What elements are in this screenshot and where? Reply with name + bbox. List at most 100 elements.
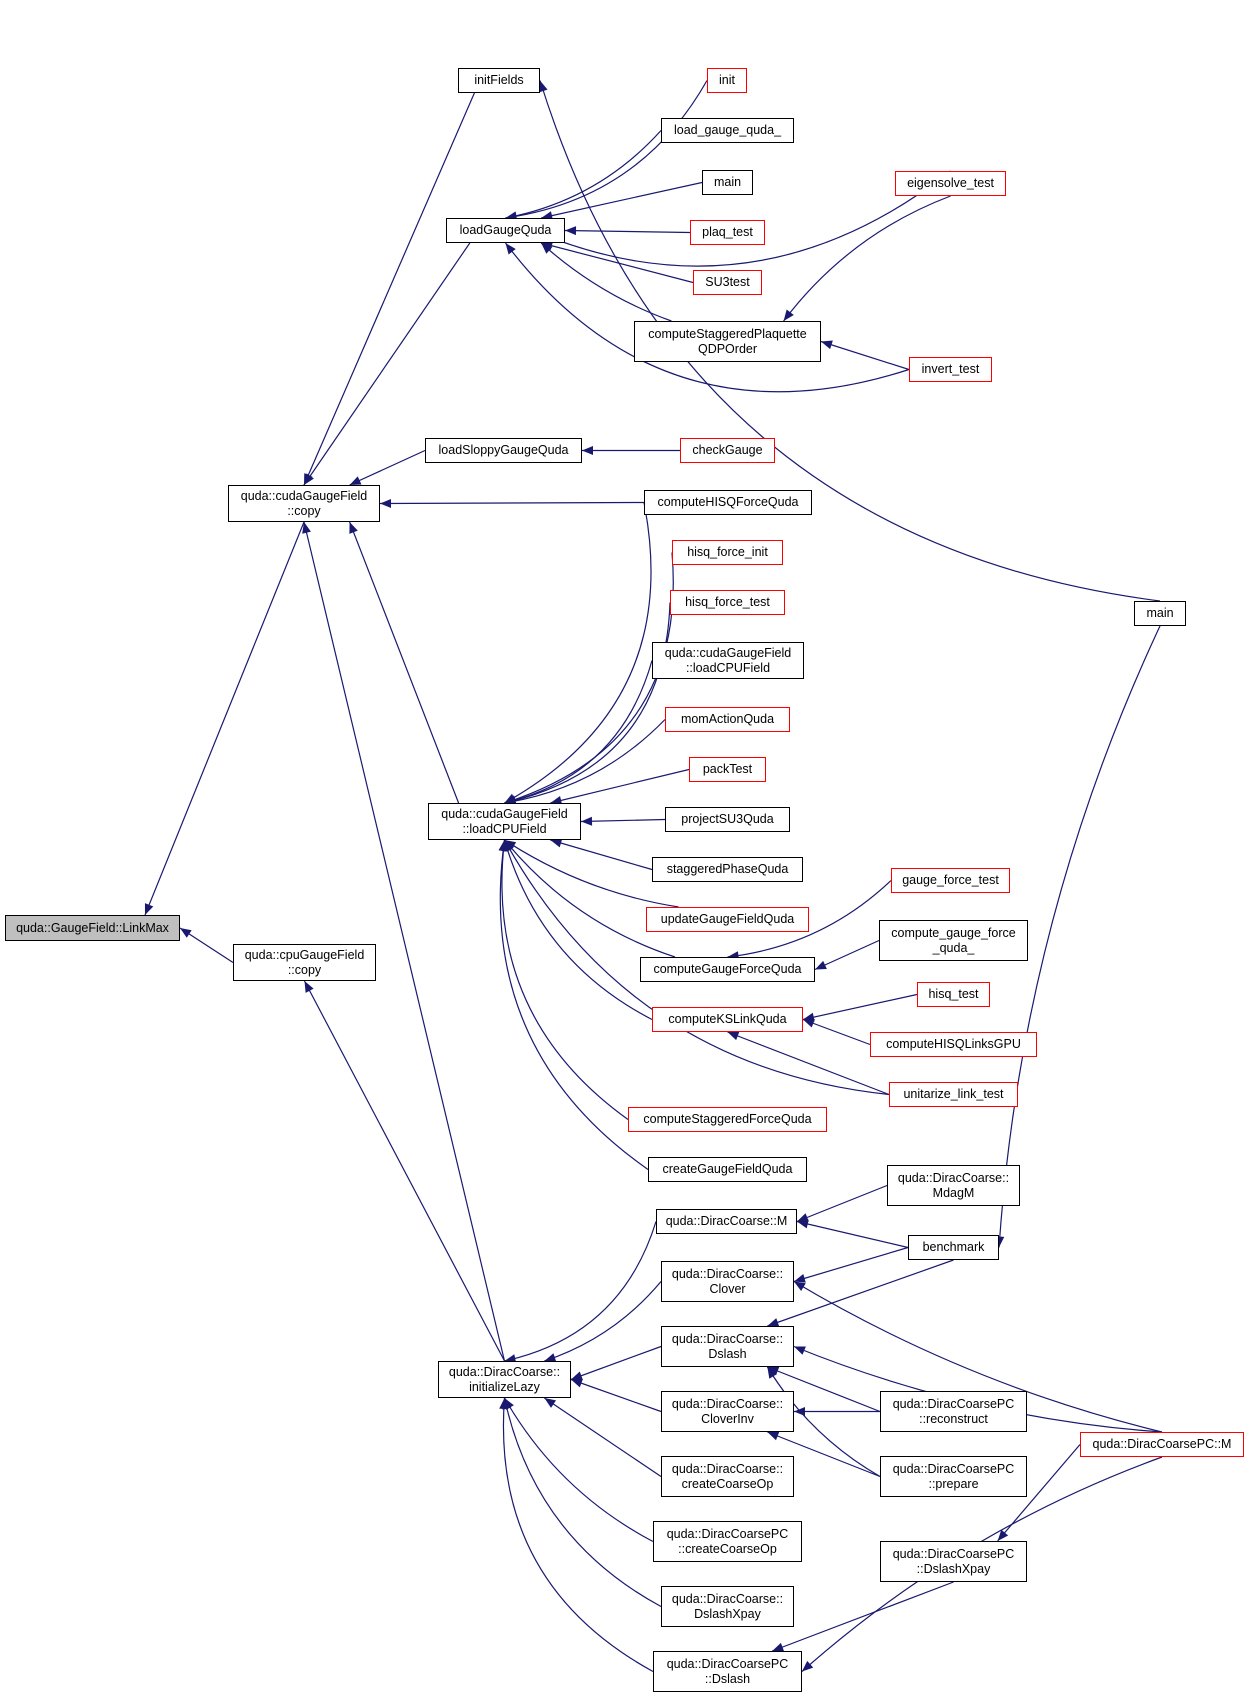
arrowhead: [349, 476, 362, 485]
node-gauge_force_test[interactable]: gauge_force_test: [891, 868, 1010, 893]
node-label: benchmark: [922, 1240, 985, 1254]
edge-hisq_test-to-ksLink: [802, 993, 918, 1021]
node-dcCreate[interactable]: quda::DiracCoarse::createCoarseOp: [661, 1456, 794, 1497]
edge-main2-to-benchmark: [998, 625, 1161, 1248]
edge-projectSU3-to-loadCPU: [580, 818, 666, 823]
node-hisq_force_init[interactable]: hisq_force_init: [672, 540, 783, 565]
arrowhead: [797, 1219, 809, 1229]
arrowhead: [581, 816, 593, 826]
edge-loadSloppy-to-cudacopy: [349, 449, 426, 486]
node-loadCPU2[interactable]: quda::cudaGaugeField::loadCPUField: [652, 642, 804, 679]
arrowhead: [144, 903, 154, 915]
arrowhead: [767, 1431, 780, 1441]
node-label: quda::cudaGaugeField: [441, 806, 568, 821]
edge-mdagm-to-dcM: [796, 1184, 888, 1223]
node-label: hisq_test: [928, 987, 979, 1001]
node-loadCPU[interactable]: quda::cudaGaugeField::loadCPUField: [428, 803, 581, 840]
arrowhead: [349, 522, 358, 534]
node-main2[interactable]: main: [1134, 601, 1186, 626]
node-SU3test[interactable]: SU3test: [693, 270, 762, 295]
edge-dcpcDslashXpay-to-dcpcDslash: [771, 1581, 954, 1652]
node-label: QDPOrder: [697, 341, 758, 356]
node-label: ::Dslash: [704, 1671, 751, 1686]
node-reconstruct[interactable]: quda::DiracCoarsePC::reconstruct: [880, 1391, 1027, 1432]
edge-loadCPU2-to-loadCPU: [504, 660, 653, 804]
node-dcpcDslashXpay[interactable]: quda::DiracCoarsePC::DslashXpay: [880, 1541, 1027, 1582]
node-label: loadSloppyGaugeQuda: [438, 443, 569, 457]
node-label: ::copy: [287, 503, 321, 518]
node-label: compute_gauge_force: [891, 925, 1016, 940]
node-loadSloppy[interactable]: loadSloppyGaugeQuda: [425, 438, 582, 463]
edge-dcM-to-initLazy: [504, 1221, 657, 1362]
node-main1[interactable]: main: [702, 170, 753, 195]
node-label: Dslash: [708, 1346, 747, 1361]
edge-benchmark-to-dcClover: [793, 1246, 909, 1283]
node-dcCloverInv[interactable]: quda::DiracCoarse::CloverInv: [661, 1391, 794, 1432]
edge-SU3test-to-loadGaugeQuda: [541, 242, 694, 284]
edge-dcDslashXpay-to-initLazy: [503, 1397, 662, 1608]
node-invert[interactable]: invert_test: [909, 357, 992, 382]
node-hisq_test[interactable]: hisq_test: [917, 982, 990, 1007]
node-label: main: [1146, 606, 1174, 620]
node-benchmark[interactable]: benchmark: [908, 1235, 999, 1260]
edge-benchmark-to-dcDslash: [767, 1259, 954, 1327]
node-label: quda::cpuGaugeField: [244, 947, 365, 962]
node-hisqLinksGPU[interactable]: computeHISQLinksGPU: [870, 1032, 1037, 1057]
node-cudacopy[interactable]: quda::cudaGaugeField::copy: [228, 485, 380, 522]
node-label: quda::DiracCoarse::: [448, 1364, 561, 1379]
arrowhead: [794, 1407, 805, 1416]
node-unitarize[interactable]: unitarize_link_test: [889, 1082, 1018, 1107]
node-checkGauge[interactable]: checkGauge: [680, 438, 775, 463]
node-cpucopy[interactable]: quda::cpuGaugeField::copy: [233, 944, 376, 981]
node-label: quda::DiracCoarse::M: [665, 1214, 788, 1228]
node-load_gauge_quda_[interactable]: load_gauge_quda_: [661, 118, 794, 143]
node-label: ::prepare: [928, 1476, 979, 1491]
node-label: computeStaggeredForceQuda: [643, 1112, 812, 1126]
node-hisq_force_test[interactable]: hisq_force_test: [670, 590, 785, 615]
edge-benchmark-to-dcM: [796, 1220, 909, 1249]
node-projectSU3[interactable]: projectSU3Quda: [665, 807, 790, 832]
node-label: computeHISQForceQuda: [657, 495, 799, 509]
node-prepare[interactable]: quda::DiracCoarsePC::prepare: [880, 1456, 1027, 1497]
node-staggeredPhase[interactable]: staggeredPhaseQuda: [652, 857, 803, 882]
node-createGauge[interactable]: createGaugeFieldQuda: [648, 1157, 807, 1182]
node-compute_gauge_force[interactable]: compute_gauge_force_quda_: [879, 920, 1028, 961]
node-label: updateGaugeFieldQuda: [660, 912, 795, 926]
node-momAction[interactable]: momActionQuda: [665, 707, 790, 732]
node-dcpcDslash[interactable]: quda::DiracCoarsePC::Dslash: [653, 1651, 802, 1692]
node-gaugeForce[interactable]: computeGaugeForceQuda: [640, 957, 815, 982]
node-packTest[interactable]: packTest: [689, 757, 766, 782]
node-label: quda::DiracCoarse::: [671, 1591, 784, 1606]
node-loadGaugeQuda[interactable]: loadGaugeQuda: [446, 218, 565, 243]
node-ksLink[interactable]: computeKSLinkQuda: [652, 1007, 803, 1032]
arrowhead: [565, 226, 577, 236]
node-label: quda::DiracCoarse::: [671, 1266, 784, 1281]
node-hisqforce[interactable]: computeHISQForceQuda: [644, 490, 812, 515]
node-plaq_test[interactable]: plaq_test: [690, 220, 765, 245]
node-dcpcM[interactable]: quda::DiracCoarsePC::M: [1080, 1432, 1244, 1457]
node-dcClover[interactable]: quda::DiracCoarse::Clover: [661, 1261, 794, 1302]
node-dcM[interactable]: quda::DiracCoarse::M: [656, 1209, 797, 1234]
node-initFields[interactable]: initFields: [458, 68, 540, 93]
node-label: ::DslashXpay: [916, 1561, 991, 1576]
node-dcDslash[interactable]: quda::DiracCoarse::Dslash: [661, 1326, 794, 1367]
arrowhead: [767, 1318, 780, 1327]
edge-createGauge-to-loadCPU: [499, 839, 649, 1170]
node-stagForce[interactable]: computeStaggeredForceQuda: [628, 1107, 827, 1132]
arrowhead: [727, 1031, 740, 1041]
node-label: ::loadCPUField: [462, 821, 547, 836]
arrowhead: [180, 928, 192, 938]
edge-dcDslash-to-initLazy: [570, 1345, 662, 1381]
node-label: packTest: [702, 762, 753, 776]
node-initLazy[interactable]: quda::DiracCoarse::initializeLazy: [438, 1361, 571, 1398]
node-eigensolve[interactable]: eigensolve_test: [895, 171, 1006, 196]
node-dcDslashXpay[interactable]: quda::DiracCoarse::DslashXpay: [661, 1586, 794, 1627]
edge-cudacopy-to-root: [144, 521, 305, 916]
node-label: quda::GaugeField::LinkMax: [16, 920, 169, 935]
node-init[interactable]: init: [707, 68, 747, 93]
node-updateGauge[interactable]: updateGaugeFieldQuda: [646, 907, 809, 932]
node-dcpcCreate[interactable]: quda::DiracCoarsePC::createCoarseOp: [653, 1521, 802, 1562]
edge-ksLink-to-loadCPU: [503, 839, 653, 1021]
node-mdagm[interactable]: quda::DiracCoarse::MdagM: [887, 1165, 1020, 1206]
